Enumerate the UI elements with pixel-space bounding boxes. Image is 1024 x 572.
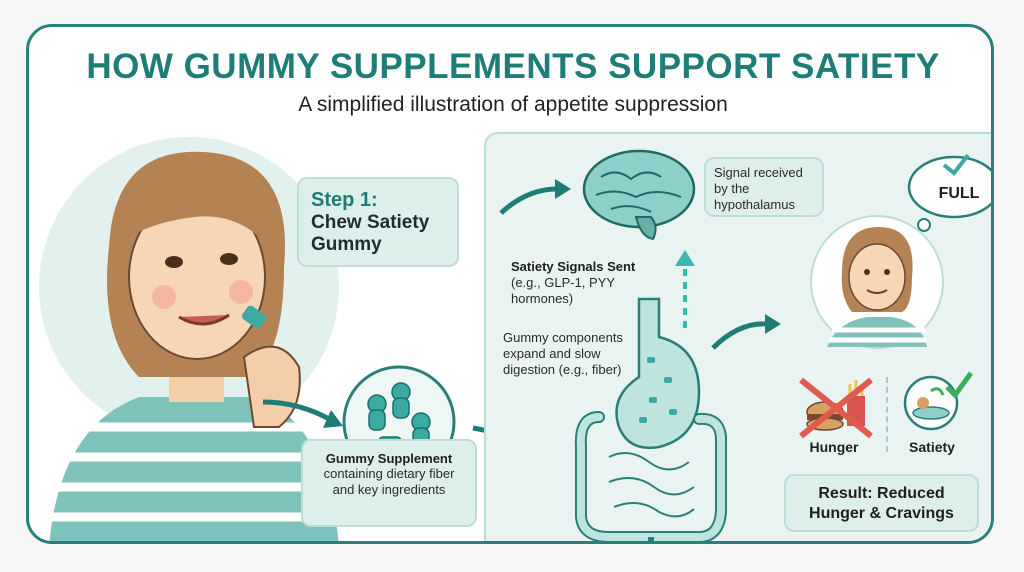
supplement-title: Gummy Supplement — [325, 451, 453, 466]
signal-dashed-arrow-icon — [675, 250, 695, 328]
signals-label-group: Satiety Signals Sent (e.g., GLP-1, PYY h… — [511, 259, 661, 307]
hunger-label: Hunger — [809, 439, 859, 455]
signals-title: Satiety Signals Sent — [511, 259, 636, 274]
page-title: HOW GUMMY SUPPLEMENTS SUPPORT SATIETY — [86, 47, 940, 86]
full-label: FULL — [938, 185, 980, 202]
result-label: Result: Reduced Hunger & Cravings — [809, 485, 954, 522]
result-callout: Result: Reduced Hunger & Cravings — [784, 474, 979, 532]
signals-desc: (e.g., GLP-1, PYY hormones) — [511, 275, 615, 306]
arrow-to-gummy-icon — [262, 399, 343, 428]
step1-body: Chew Satiety Gummy — [311, 212, 430, 255]
thought-bubble-icon — [907, 153, 991, 239]
satisfied-woman-icon — [810, 215, 944, 349]
supplement-desc: containing dietary fiber and key ingredi… — [323, 466, 455, 497]
digestive-system-icon — [574, 297, 727, 541]
woman-eating-gummy-illustration — [39, 137, 339, 541]
step1-callout: Step 1: Chew Satiety Gummy — [297, 177, 459, 267]
supplement-callout: Gummy Supplement containing dietary fibe… — [301, 439, 477, 527]
satiety-label: Satiety — [909, 439, 955, 455]
hypothalamus-callout: Signal received by the hypothalamus — [704, 157, 824, 217]
page-subtitle: A simplified illustration of appetite su… — [298, 93, 728, 116]
step1-title: Step 1: — [311, 189, 378, 211]
infographic-frame: HOW GUMMY SUPPLEMENTS SUPPORT SATIETY A … — [26, 24, 994, 544]
icon-divider — [886, 377, 888, 452]
arrow-to-brain-icon — [499, 179, 571, 215]
hunger-crossed-icon — [799, 377, 873, 439]
brain-icon — [582, 149, 696, 241]
satiety-check-icon — [903, 371, 974, 431]
hypothalamus-label: Signal received by the hypothalamus — [714, 165, 803, 212]
arrow-to-result-icon — [711, 314, 781, 350]
gut-label: Gummy components expand and slow digesti… — [503, 330, 623, 377]
